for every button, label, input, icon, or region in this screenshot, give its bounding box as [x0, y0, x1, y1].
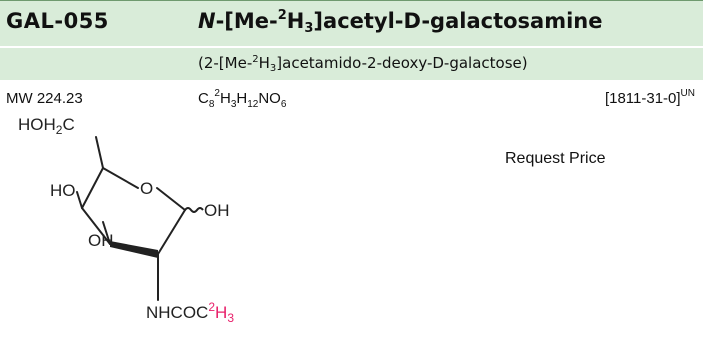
bond-c1-wavy [184, 207, 204, 213]
synonym-sub: 3 [269, 63, 277, 74]
label-oh-left: OH [88, 231, 114, 250]
bond-c5-o [102, 167, 139, 189]
synonym-sup: 2 [252, 54, 259, 65]
product-code: GAL-055 [6, 9, 109, 33]
formula-c-count: 8 [208, 99, 215, 110]
cas-number: [1811-31-0]UN [604, 88, 695, 108]
molecular-weight: MW 224.23 [6, 90, 83, 107]
chemical-structure: HOH2C O HO OH OH NHCOC2H3 [18, 115, 234, 325]
header-divider [0, 46, 703, 48]
title-prefix: N [198, 9, 216, 33]
product-synonym: (2-[Me-2H3]acetamido-2-deoxy-D-galactose… [198, 54, 528, 74]
formula-d: H [219, 90, 231, 107]
bond-c4-ho [76, 191, 83, 209]
title-part1: -[Me- [215, 9, 278, 33]
bond-o-c1 [156, 187, 186, 211]
request-price-link[interactable]: Request Price [505, 150, 606, 167]
label-ring-o: O [140, 179, 153, 198]
synonym-part1: (2-[Me- [198, 54, 253, 72]
formula-c: C [198, 90, 209, 107]
label-oh-right: OH [204, 201, 230, 220]
formula-d-sup: 2 [214, 88, 220, 99]
formula-o-count: 6 [280, 99, 287, 110]
bond-c1-c2 [157, 209, 186, 255]
formula-h-count: 12 [247, 99, 259, 110]
product-title: N-[Me-2H3]acetyl-D-galactosamine [198, 8, 603, 36]
bond-c5-ch2 [95, 136, 104, 169]
title-sup: 2 [277, 8, 287, 23]
bond-c3-c2-bold [110, 241, 158, 258]
bond-c5-c4 [81, 167, 104, 209]
label-nhcoc: NHCOC2H3 [146, 300, 234, 325]
cas-value: [1811-31-0] [604, 90, 681, 107]
product-header: GAL-055 N-[Me-2H3]acetyl-D-galactosamine… [0, 0, 703, 80]
label-hoh2c: HOH2C [18, 115, 75, 137]
label-ho: HO [50, 181, 76, 200]
formula-rest: NO [258, 90, 281, 107]
synonym-part3: ]acetamido-2-deoxy-D-galactose) [276, 54, 528, 72]
title-sub: 3 [304, 21, 314, 36]
formula-h: H [236, 90, 248, 107]
cas-sup: UN [680, 88, 695, 99]
molecular-formula: C82H3H12NO6 [198, 88, 287, 110]
bond-c4-c3 [81, 207, 111, 245]
formula-d-count: 3 [230, 99, 237, 110]
synonym-part2: H [258, 54, 270, 72]
title-part3: ]acetyl-D-galactosamine [313, 9, 603, 33]
title-part2: H [286, 9, 305, 33]
bond-c3-oh [102, 221, 111, 245]
